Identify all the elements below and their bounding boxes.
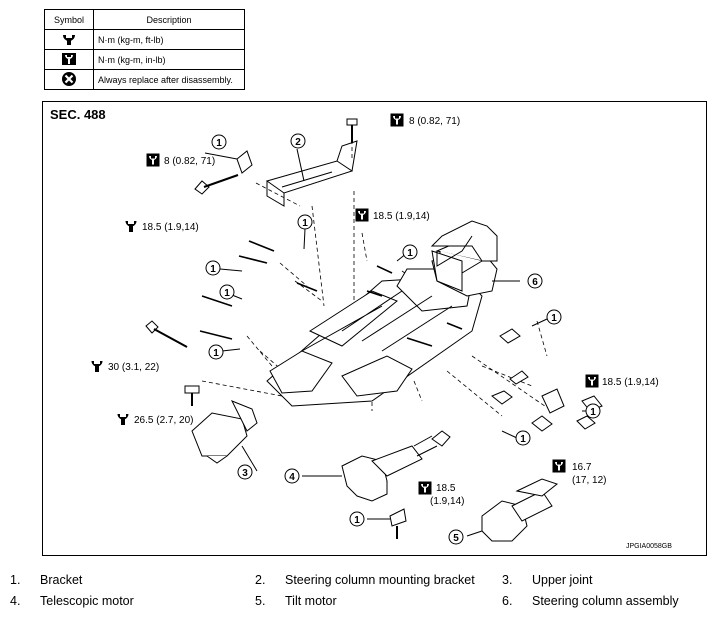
torque-label: 18.5 (1.9,14) — [373, 211, 430, 222]
callout-1: 1 — [302, 218, 308, 229]
torque-label: 26.5 (2.7, 20) — [134, 415, 193, 426]
torque-label: (17, 12) — [572, 475, 606, 486]
torque-label: 18.5 (1.9,14) — [602, 377, 659, 388]
callout-5: 5 — [453, 533, 459, 544]
callout-1: 1 — [216, 138, 222, 149]
diagram-frame — [42, 101, 707, 556]
section-label: SEC. 488 — [50, 107, 106, 122]
callout-1: 1 — [551, 313, 557, 324]
torque-label: 30 (3.1, 22) — [108, 362, 159, 373]
callout-4: 4 — [289, 472, 295, 483]
legend-item: 3.Upper joint — [502, 573, 593, 587]
callout-1: 1 — [210, 264, 216, 275]
torque-label: 16.7 — [572, 462, 592, 473]
symbol-table: Symbol Description N·m (kg-m, ft-lb) N·m… — [44, 9, 245, 90]
callout-3: 3 — [242, 468, 248, 479]
callout-1: 1 — [407, 248, 413, 259]
always-replace-icon — [62, 71, 76, 86]
torque-label: 8 (0.82, 71) — [409, 116, 460, 127]
torque-wrench-filled-icon — [62, 52, 76, 65]
exploded-diagram: 8 (0.82, 71) 8 (0.82, 71) 18.5 (1.9,14) … — [91, 113, 659, 545]
symbol-desc-1: N·m (kg-m, ft-lb) — [93, 29, 245, 50]
torque-label: 18.5 (1.9,14) — [142, 222, 199, 233]
callout-1: 1 — [590, 407, 596, 418]
legend-item: 5.Tilt motor — [255, 594, 337, 608]
callout-1: 1 — [520, 434, 526, 445]
callout-1: 1 — [354, 515, 360, 526]
legend-item: 6.Steering column assembly — [502, 594, 679, 608]
symbol-header: Symbol — [44, 9, 94, 30]
figure-code: JPGIA0058GB — [626, 543, 672, 550]
callout-6: 6 — [532, 277, 538, 288]
callout-1: 1 — [213, 348, 219, 359]
symbol-desc-2: N·m (kg-m, in-lb) — [93, 49, 245, 70]
description-header: Description — [93, 9, 245, 30]
torque-label: 18.5 — [436, 483, 456, 494]
torque-wrench-icon — [63, 34, 75, 45]
torque-label: 8 (0.82, 71) — [164, 156, 215, 167]
torque-label: (1.9,14) — [430, 496, 464, 507]
legend-item: 4.Telescopic motor — [10, 594, 134, 608]
symbol-desc-3: Always replace after disassembly. — [93, 69, 245, 90]
callout-1: 1 — [224, 288, 230, 299]
legend-item: 2.Steering column mounting bracket — [255, 573, 475, 587]
legend-item: 1.Bracket — [10, 573, 83, 587]
callout-2: 2 — [295, 137, 301, 148]
